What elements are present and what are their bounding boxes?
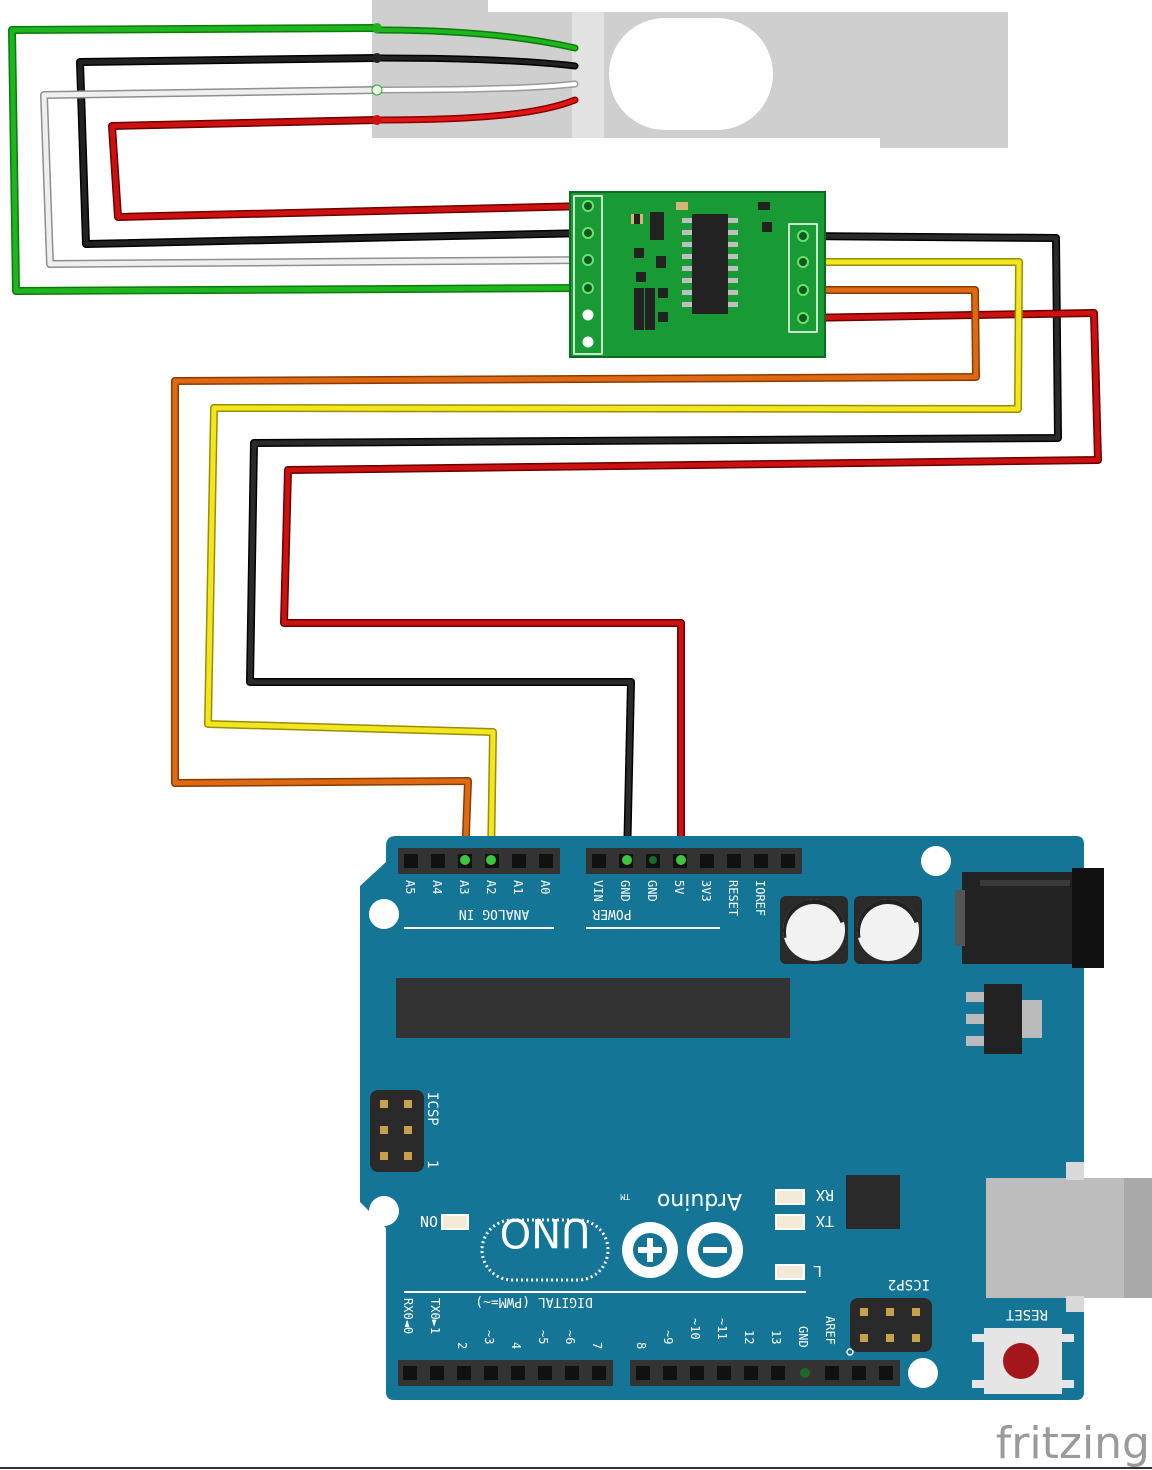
- power-pin-labels: VIN GND GND 5V 3V3 RESET IOREF: [591, 880, 767, 916]
- uno-label: UNO: [500, 1209, 591, 1255]
- led-l: L: [775, 1262, 822, 1280]
- mounting-hole: [921, 846, 951, 876]
- digital-header-high: [630, 1360, 900, 1386]
- digital-pin-labels-high: 8 ~9 ~10 ~11 12 13 GND AREF: [634, 1316, 837, 1349]
- reset-label: RESET: [1005, 1306, 1048, 1322]
- reset-button: RESET: [972, 1306, 1074, 1394]
- wires: [8, 24, 1102, 864]
- digital-label: DIGITAL (PWM=~): [475, 1294, 592, 1309]
- icsp-header: ICSP 1: [370, 1090, 440, 1172]
- icsp-pin1-label: 1: [424, 1160, 440, 1168]
- svg-text:ON: ON: [420, 1212, 438, 1230]
- pin-label-d8: 8: [634, 1342, 648, 1349]
- hx711-module: [569, 191, 826, 358]
- mounting-hole: [908, 1358, 938, 1388]
- fritzing-watermark: fritzing: [996, 1418, 1150, 1469]
- digital-header-low: [398, 1360, 613, 1386]
- pin-label-3v3: 3V3: [699, 880, 713, 902]
- icsp-label: ICSP: [424, 1092, 440, 1126]
- svg-text:L: L: [813, 1262, 822, 1280]
- pin-label-reset: RESET: [726, 880, 740, 916]
- pin-label-aref: AREF: [823, 1316, 837, 1345]
- arduino-uno: A5 A4 A3 A2 A1 A0 VIN GND GND 5V 3V3 RES…: [360, 836, 1152, 1400]
- led-tx: TX: [775, 1212, 834, 1230]
- capacitor: [854, 896, 922, 964]
- usb-chip: [846, 1175, 900, 1229]
- pin-label-gnd3: GND: [796, 1326, 810, 1348]
- svg-text:TX: TX: [816, 1212, 834, 1230]
- pin-label-d1: TX0►1: [428, 1298, 442, 1334]
- analog-in-label: ANALOG IN: [459, 906, 529, 921]
- pin-label-d7: 7: [590, 1342, 604, 1349]
- svg-text:RX: RX: [816, 1186, 834, 1204]
- digital-pin-labels-low: RX0◄0 TX0►1 2 ~3 4 ~5 ~6 7: [401, 1298, 604, 1349]
- pin-label-d12: 12: [742, 1330, 756, 1344]
- pin-label-a3: A3: [457, 880, 471, 894]
- usb-connector: [986, 1162, 1152, 1312]
- pin-label-d10: ~10: [688, 1318, 702, 1340]
- pin-label-a5: A5: [403, 880, 417, 894]
- led-on: ON: [420, 1212, 469, 1230]
- pin-label-d6: ~6: [563, 1330, 577, 1344]
- pin-label-a4: A4: [430, 880, 444, 894]
- mounting-hole: [369, 1196, 399, 1226]
- pin-label-vin: VIN: [591, 880, 605, 902]
- arduino-logo: Arduino TM UNO: [480, 1188, 743, 1282]
- analog-pin-labels: A5 A4 A3 A2 A1 A0: [403, 880, 552, 894]
- analog-header: [398, 848, 560, 874]
- pin-label-d9: ~9: [661, 1330, 675, 1344]
- icsp2-label: ICSP2: [888, 1276, 930, 1292]
- pin-label-a0: A0: [538, 880, 552, 894]
- pin-label-gnd1: GND: [618, 880, 632, 902]
- pin-label-a2: A2: [484, 880, 498, 894]
- load-cell: [372, 0, 1008, 148]
- pin-label-d5: ~5: [536, 1330, 550, 1344]
- trademark-label: TM: [620, 1192, 630, 1201]
- power-label: POWER: [592, 906, 631, 921]
- infinity-icon: [622, 1222, 743, 1278]
- capacitor: [780, 896, 848, 964]
- mounting-hole: [369, 899, 399, 929]
- pin-label-d11: ~11: [715, 1318, 729, 1340]
- icsp2-header: ICSP2: [850, 1276, 932, 1352]
- pin-label-5v: 5V: [672, 880, 686, 894]
- pin-label-d13: 13: [769, 1330, 783, 1344]
- pin-label-d2: 2: [455, 1342, 469, 1349]
- atmega-chip: [396, 978, 790, 1038]
- pin-label-a1: A1: [511, 880, 525, 894]
- pin-label-d0: RX0◄0: [401, 1298, 415, 1334]
- pin-label-d4: 4: [509, 1342, 523, 1349]
- pin-label-gnd2: GND: [645, 880, 659, 902]
- power-header: [586, 848, 802, 874]
- wire-end-dots: [371, 23, 383, 125]
- pin-label-d3: ~3: [482, 1330, 496, 1344]
- led-rx: RX: [775, 1186, 834, 1205]
- arduino-brand-label: Arduino: [657, 1188, 742, 1213]
- voltage-regulator: [966, 984, 1042, 1054]
- power-jack: [955, 868, 1104, 968]
- pin-label-ioref: IOREF: [753, 880, 767, 916]
